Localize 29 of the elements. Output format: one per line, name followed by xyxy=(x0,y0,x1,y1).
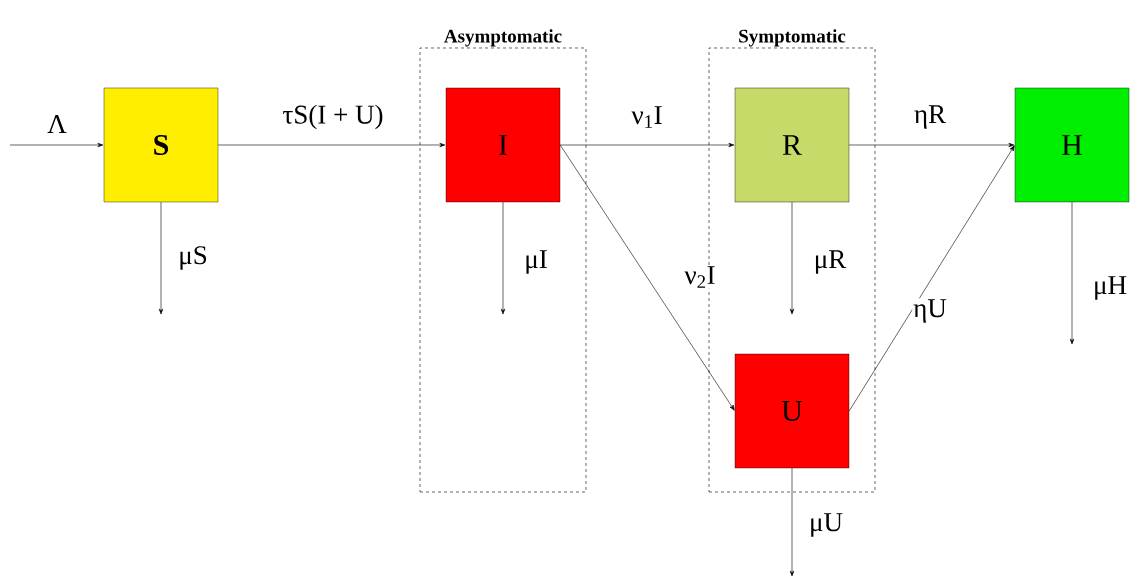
edge-label: Λ xyxy=(46,114,68,134)
edge-label: ν$_{1}$I xyxy=(630,105,664,129)
arrow xyxy=(217,142,446,148)
arrow xyxy=(1069,201,1075,345)
arrow xyxy=(559,142,735,148)
edge-label: μI xyxy=(523,249,549,275)
arrow xyxy=(848,142,1015,148)
arrow xyxy=(559,144,735,411)
node-label: Asymptomatic xyxy=(444,29,562,47)
edge-label: ν$_{2}$I xyxy=(683,265,717,289)
compartment-box: S xyxy=(103,87,219,203)
edge-label: μU xyxy=(808,512,844,538)
node-label: Symptomatic xyxy=(739,29,846,47)
edge-label: ηR xyxy=(912,104,948,130)
arrow xyxy=(789,201,795,315)
edge-label: τS(I + U) xyxy=(281,103,385,131)
edge-label: μR xyxy=(812,249,848,275)
edge-label: ηU xyxy=(912,298,948,324)
arrow xyxy=(789,467,795,577)
arrow xyxy=(158,201,164,315)
edge-label: μS xyxy=(177,245,209,271)
compartment-box: U xyxy=(734,353,850,469)
compartment-box: H xyxy=(1014,87,1130,203)
arrow xyxy=(848,145,1015,412)
edge-label: μH xyxy=(1092,275,1128,301)
arrow xyxy=(500,201,506,315)
compartment-box: R xyxy=(734,87,850,203)
compartment-box: I xyxy=(445,87,561,203)
arrow xyxy=(9,142,104,148)
